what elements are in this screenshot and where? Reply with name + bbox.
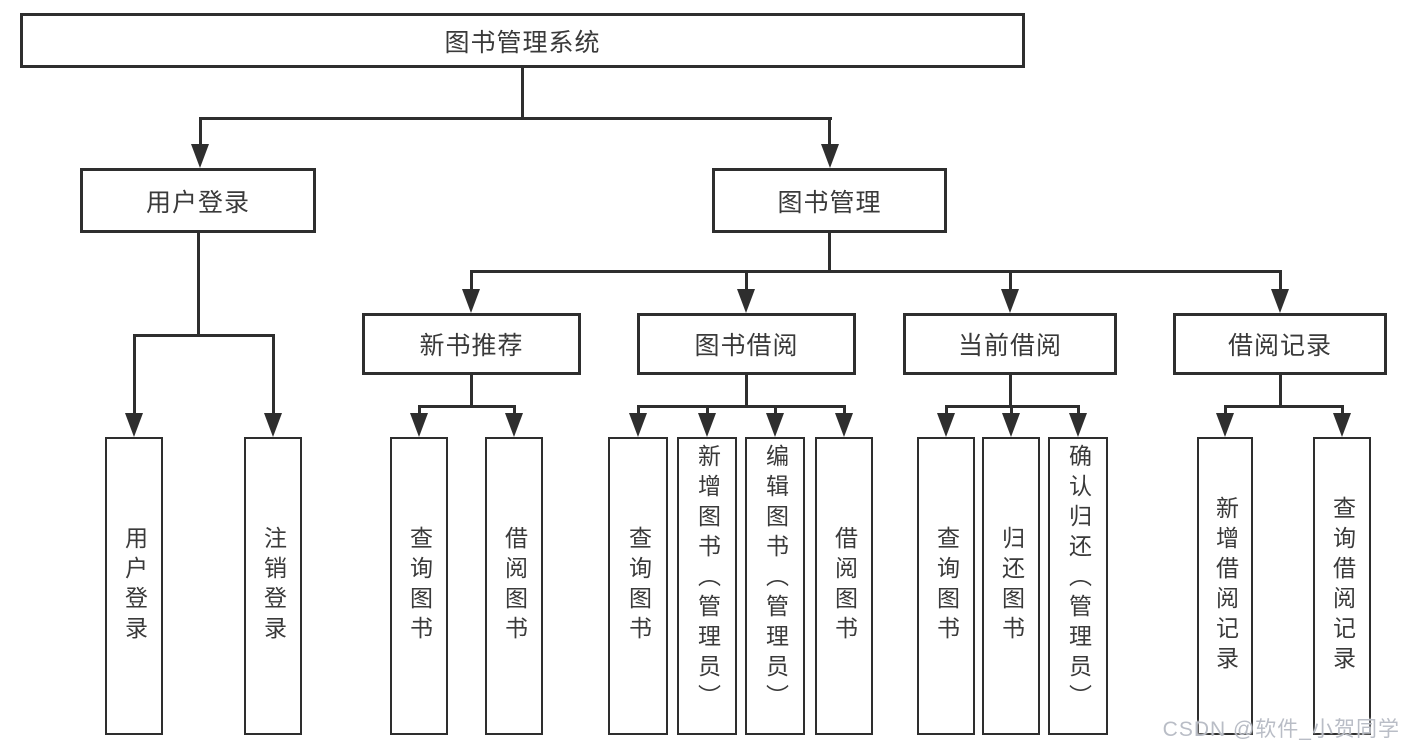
arrow-down-icon — [191, 144, 209, 168]
leaf-query-books-3-label: 查询图书 — [933, 526, 960, 646]
connector-book-borrow-stub — [745, 372, 748, 408]
arrow-down-icon — [1216, 413, 1234, 437]
node-current-borrow-label: 当前借阅 — [957, 332, 1062, 360]
leaf-add-borrow-record: 新增借阅记录 — [1197, 437, 1253, 735]
leaf-query-books-3: 查询图书 — [917, 437, 975, 735]
node-new-book-recommend: 新书推荐 — [362, 313, 581, 375]
arrow-down-icon — [629, 413, 647, 437]
connector-to-user-login — [198, 116, 202, 148]
connector-to-leaf-edit-books — [773, 404, 777, 417]
node-borrow-records-label: 借阅记录 — [1227, 332, 1332, 360]
arrow-down-icon — [1333, 413, 1351, 437]
connector-level2-rail — [198, 116, 832, 120]
leaf-add-books-admin: 新增图书（管理员） — [677, 437, 737, 735]
leaf-edit-books-admin-label: 编辑图书（管理员） — [762, 444, 789, 714]
connector-to-leaf-confirm-return — [1076, 404, 1080, 417]
connector-borrow-records-rail — [1223, 404, 1344, 408]
node-root: 图书管理系统 — [20, 13, 1025, 68]
node-book-borrow-label: 图书借阅 — [694, 332, 799, 360]
arrow-down-icon — [937, 413, 955, 437]
arrow-down-icon — [820, 144, 839, 168]
leaf-logout: 注销登录 — [244, 437, 302, 735]
leaf-user-login: 用户登录 — [105, 437, 163, 735]
leaf-query-books-1: 查询图书 — [390, 437, 448, 735]
leaf-borrow-books-2-label: 借阅图书 — [831, 526, 858, 646]
leaf-confirm-return-admin-label: 确认归还（管理员） — [1065, 444, 1092, 714]
leaf-borrow-books-2: 借阅图书 — [815, 437, 873, 735]
leaf-borrow-books-1-label: 借阅图书 — [501, 526, 528, 646]
arrow-down-icon — [737, 289, 755, 313]
connector-to-leaf-borrow-books-2 — [842, 404, 846, 417]
connector-to-leaf-add-books — [705, 404, 709, 417]
connector-new-book-rail — [417, 404, 516, 408]
leaf-user-login-label: 用户登录 — [121, 526, 148, 646]
connector-to-new-book-recommend — [469, 269, 473, 293]
arrow-down-icon — [125, 413, 143, 437]
leaf-return-books: 归还图书 — [982, 437, 1040, 735]
connector-to-current-borrow — [1008, 269, 1012, 293]
connector-to-leaf-query-books-2 — [636, 404, 640, 417]
node-book-borrow: 图书借阅 — [637, 313, 856, 375]
leaf-borrow-books-1: 借阅图书 — [485, 437, 543, 735]
arrow-down-icon — [1069, 413, 1087, 437]
arrow-down-icon — [462, 289, 480, 313]
arrow-down-icon — [1001, 289, 1019, 313]
node-new-book-recommend-label: 新书推荐 — [419, 332, 524, 360]
node-current-borrow: 当前借阅 — [903, 313, 1117, 375]
leaf-query-books-2-label: 查询图书 — [625, 526, 652, 646]
connector-to-book-management — [828, 116, 831, 148]
leaf-return-books-label: 归还图书 — [998, 526, 1025, 646]
arrow-down-icon — [264, 413, 282, 437]
arrow-down-icon — [410, 413, 428, 437]
connector-to-leaf-add-record — [1223, 404, 1227, 417]
connector-root-stub — [521, 68, 524, 120]
connector-to-book-borrow — [744, 269, 748, 293]
leaf-query-books-1-label: 查询图书 — [406, 526, 433, 646]
connector-to-leaf-logout — [271, 333, 275, 417]
leaf-confirm-return-admin: 确认归还（管理员） — [1048, 437, 1108, 735]
node-user-login: 用户登录 — [80, 168, 316, 233]
leaf-logout-label: 注销登录 — [260, 526, 287, 646]
connector-book-borrow-rail — [636, 404, 846, 408]
connector-to-borrow-records — [1278, 269, 1282, 293]
arrow-down-icon — [1271, 289, 1289, 313]
connector-to-leaf-return-books — [1009, 404, 1013, 417]
node-root-label: 图书管理系统 — [444, 28, 601, 57]
connector-book-management-stub — [828, 230, 831, 273]
node-book-management: 图书管理 — [712, 168, 947, 233]
connector-user-login-rail — [132, 333, 275, 337]
arrow-down-icon — [835, 413, 853, 437]
connector-new-book-stub — [470, 372, 473, 408]
connector-to-leaf-user-login — [132, 333, 136, 417]
connector-to-leaf-query-books-3 — [944, 404, 948, 417]
connector-user-login-stub — [196, 230, 200, 337]
arrow-down-icon — [505, 413, 523, 437]
node-borrow-records: 借阅记录 — [1173, 313, 1387, 375]
connector-current-borrow-stub — [1008, 372, 1012, 408]
connector-borrow-records-stub — [1278, 372, 1282, 408]
connector-level3-rail — [469, 269, 1282, 273]
connector-to-leaf-query-books-1 — [417, 404, 421, 417]
arrow-down-icon — [698, 413, 716, 437]
leaf-edit-books-admin: 编辑图书（管理员） — [745, 437, 805, 735]
node-book-management-label: 图书管理 — [777, 188, 882, 217]
leaf-add-borrow-record-label: 新增借阅记录 — [1212, 496, 1239, 676]
arrow-down-icon — [1002, 413, 1020, 437]
node-user-login-label: 用户登录 — [145, 188, 250, 217]
leaf-query-borrow-record: 查询借阅记录 — [1313, 437, 1371, 735]
connector-to-leaf-query-record — [1340, 404, 1344, 417]
csdn-watermark: CSDN @软件_小贺同学 — [1162, 718, 1400, 741]
arrow-down-icon — [766, 413, 784, 437]
leaf-query-books-2: 查询图书 — [608, 437, 668, 735]
leaf-query-borrow-record-label: 查询借阅记录 — [1329, 496, 1356, 676]
connector-to-leaf-borrow-books-1 — [512, 404, 516, 417]
leaf-add-books-admin-label: 新增图书（管理员） — [694, 444, 721, 714]
